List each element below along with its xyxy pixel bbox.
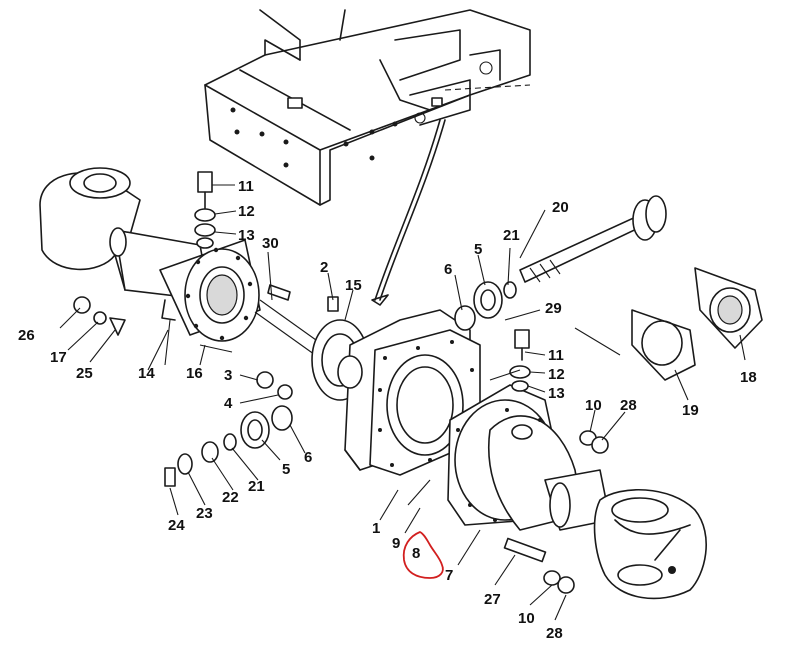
label-11b: 11 — [548, 347, 564, 364]
label-21b: 21 — [248, 478, 265, 495]
label-13b: 13 — [548, 385, 565, 402]
label-25: 25 — [76, 365, 93, 382]
right-axle-housing — [447, 384, 611, 531]
label-23: 23 — [196, 505, 213, 522]
label-28b: 28 — [546, 625, 563, 642]
label-28a: 28 — [620, 397, 637, 414]
label-20: 20 — [552, 199, 569, 216]
left-axle-housing — [39, 167, 261, 342]
drive-shaft — [519, 195, 667, 283]
label-21a: 21 — [503, 227, 520, 244]
label-22: 22 — [222, 489, 239, 506]
fasteners — [73, 171, 609, 594]
cable — [374, 119, 441, 301]
label-3: 3 — [224, 367, 232, 384]
label-13a: 13 — [238, 227, 255, 244]
label-18: 18 — [740, 369, 757, 386]
right-knuckle — [593, 488, 707, 600]
label-24: 24 — [168, 517, 185, 534]
label-10a: 10 — [585, 397, 602, 414]
label-8: 8 — [412, 545, 420, 562]
label-29: 29 — [545, 300, 562, 317]
label-2: 2 — [320, 259, 328, 276]
label-15: 15 — [345, 277, 362, 294]
gasket-and-cover — [631, 267, 763, 381]
label-14: 14 — [138, 365, 155, 382]
part-labels: 11 12 13 30 2 15 20 6 5 21 29 11 12 13 1… — [18, 178, 757, 642]
label-9: 9 — [392, 535, 400, 552]
bearings — [164, 281, 517, 487]
label-1: 1 — [372, 520, 380, 537]
label-17: 17 — [50, 349, 67, 366]
label-5a: 5 — [474, 241, 482, 258]
label-10b: 10 — [518, 610, 535, 627]
label-12b: 12 — [548, 366, 565, 383]
label-27: 27 — [484, 591, 501, 608]
label-16: 16 — [186, 365, 203, 382]
leader-lines — [59, 184, 746, 621]
label-12a: 12 — [238, 203, 255, 220]
label-7: 7 — [445, 567, 453, 584]
highlight-mark — [402, 531, 444, 579]
label-11a: 11 — [238, 178, 254, 195]
label-19: 19 — [682, 402, 699, 419]
label-5b: 5 — [282, 461, 290, 478]
label-26: 26 — [18, 327, 35, 344]
label-6b: 6 — [304, 449, 312, 466]
label-4: 4 — [224, 395, 233, 412]
tractor-frame — [204, 9, 531, 206]
label-6a: 6 — [444, 261, 452, 278]
label-30: 30 — [262, 235, 279, 252]
